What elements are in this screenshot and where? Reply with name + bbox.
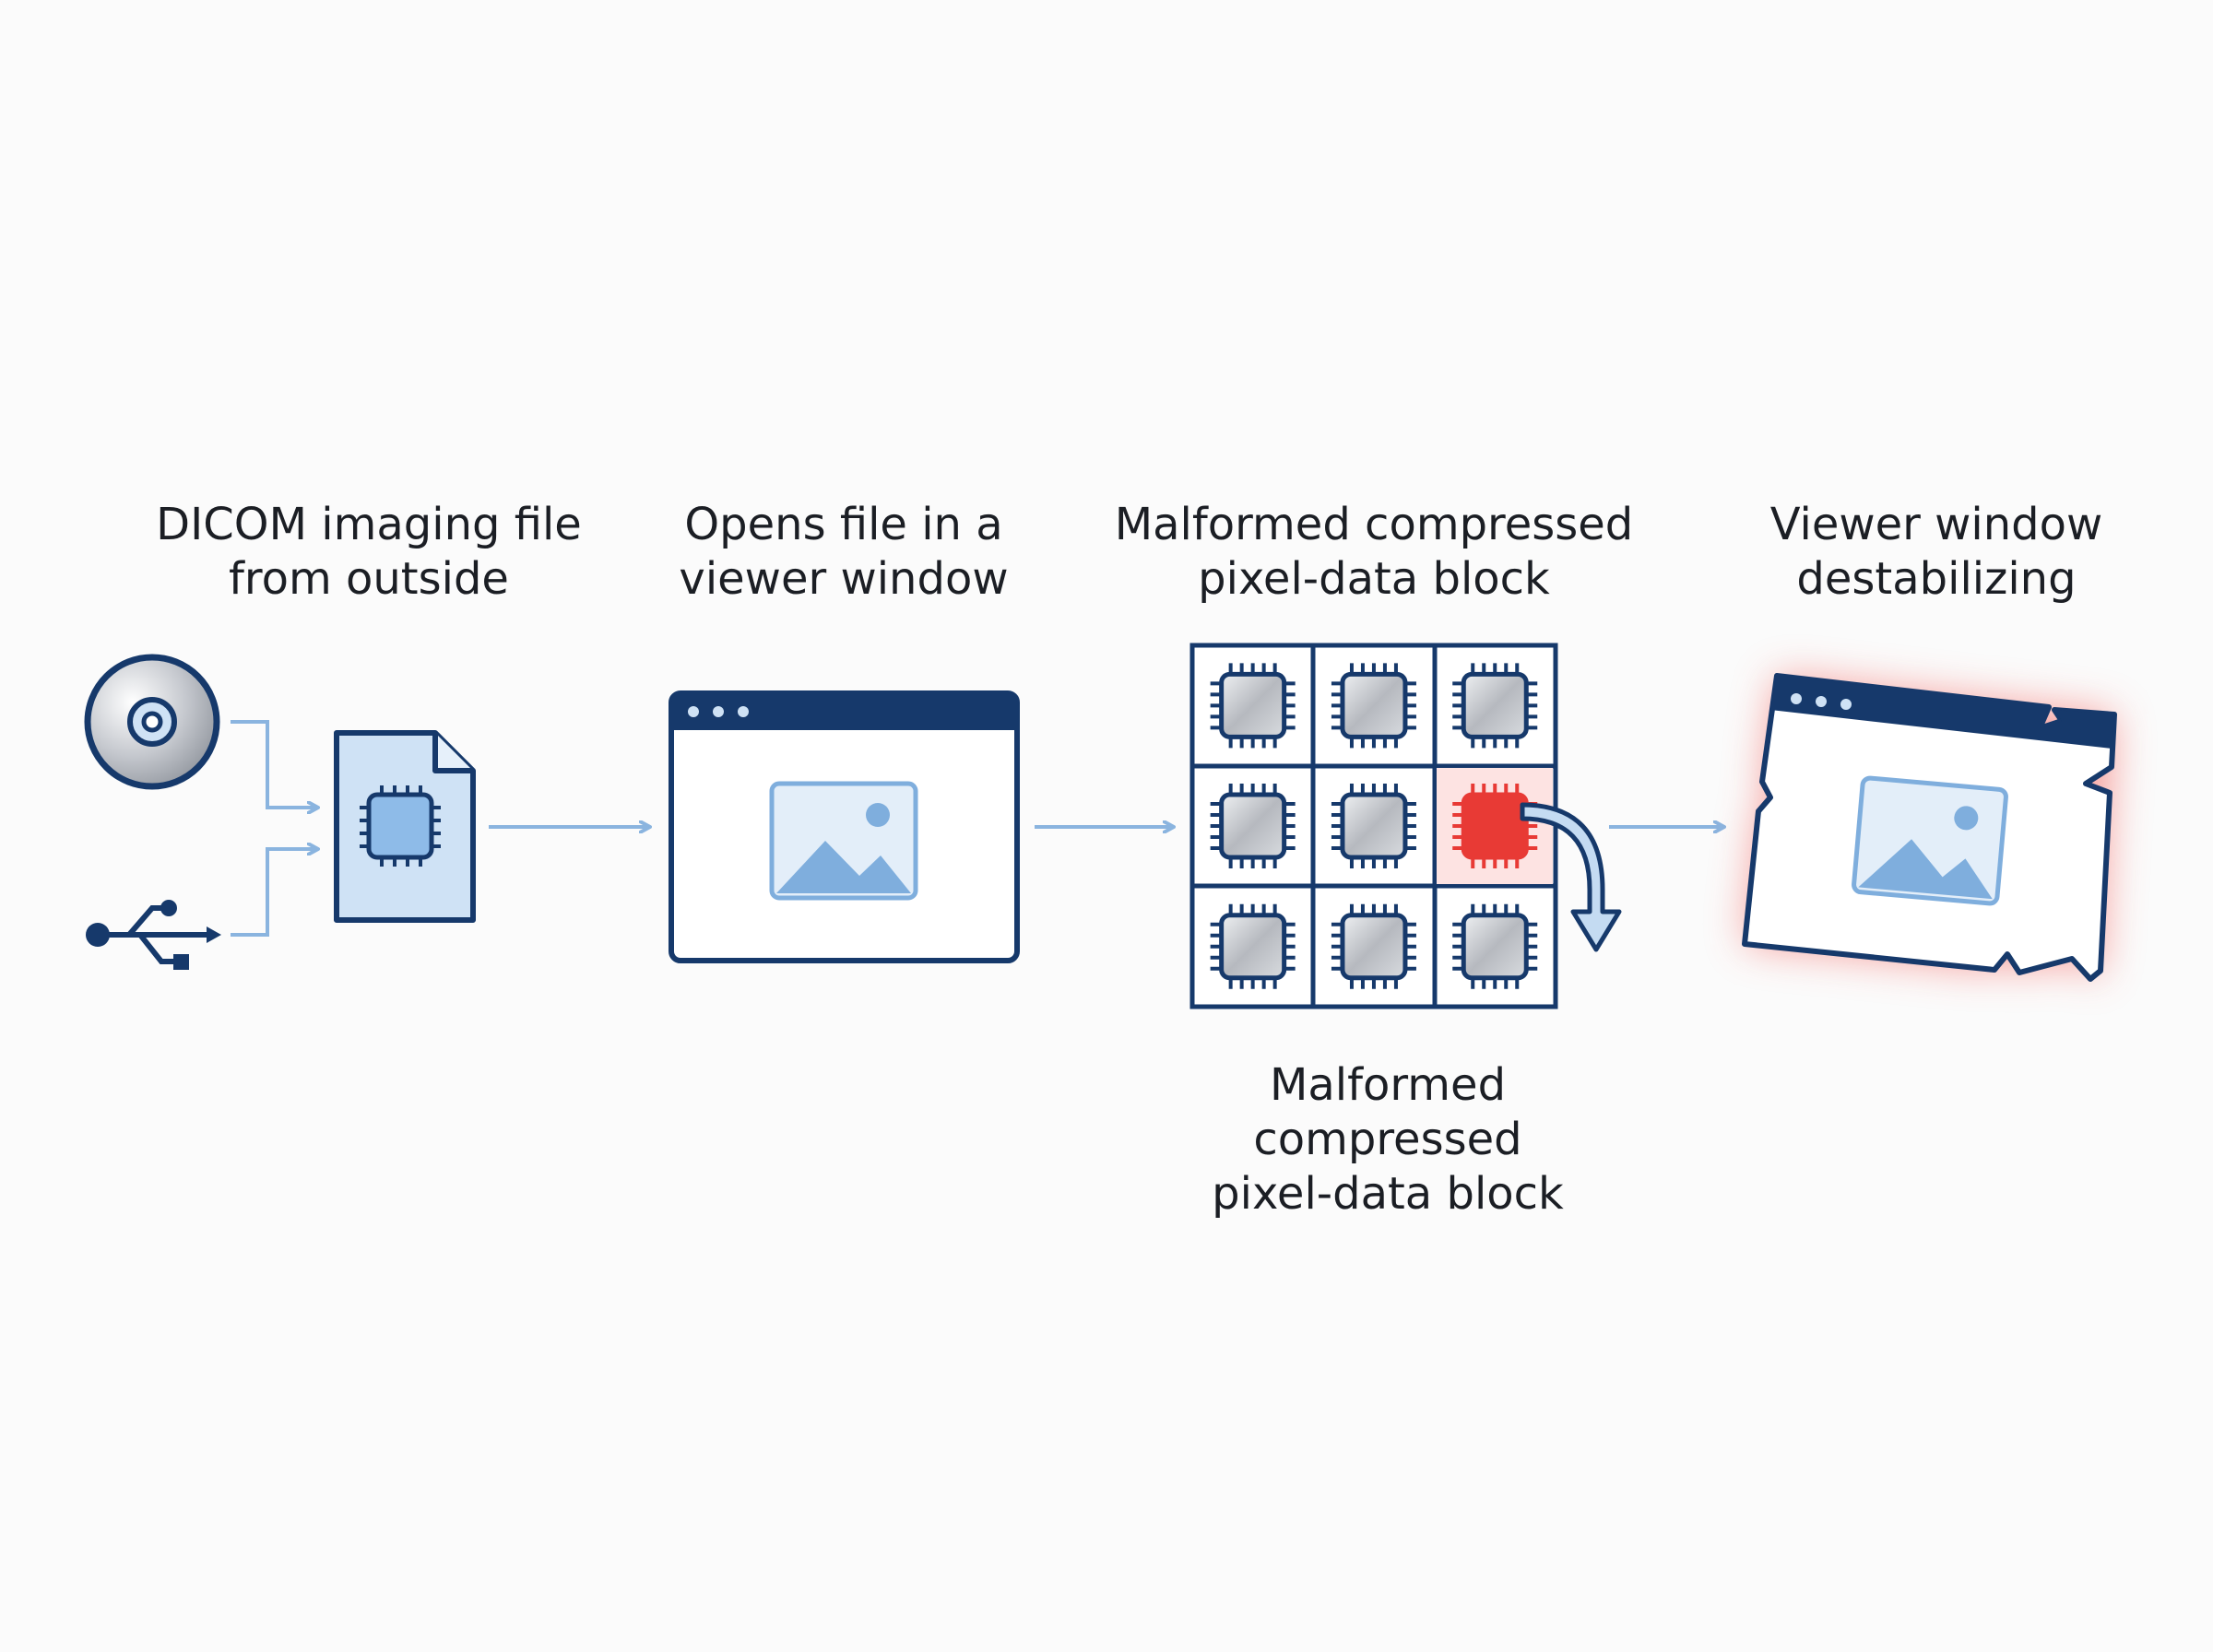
step-3-caption-line2: pixel-data block [1198, 553, 1550, 605]
image-icon [1852, 775, 2008, 906]
chip-icon [1210, 784, 1296, 869]
step-4-caption-line2: destabilizing [1796, 553, 2077, 605]
malformed-chip-icon [1452, 784, 1538, 869]
pixel-block-grid-icon [1189, 643, 1622, 1009]
malformed-block-caption-line2: compressed [1253, 1114, 1522, 1165]
viewer-window-icon [669, 690, 1020, 963]
document-with-chip-icon [334, 730, 476, 923]
step-2-caption-line2: viewer window [679, 553, 1009, 605]
malformed-block-caption: Malformed compressed pixel-data block [1153, 1058, 1623, 1221]
step-1-caption: DICOM imaging file from outside [138, 498, 599, 607]
step-4-caption: Viewer window destabilizing [1706, 498, 2167, 607]
chip-icon [1331, 784, 1416, 869]
step-3-caption-line1: Malformed compressed [1114, 499, 1634, 550]
step-3-caption: Malformed compressed pixel-data block [1088, 498, 1660, 607]
step-1-caption-line1: DICOM imaging file [156, 499, 582, 550]
usb-icon [86, 900, 221, 970]
step-2-caption: Opens file in a viewer window [613, 498, 1074, 607]
optical-disc-icon [84, 654, 220, 790]
malformed-redirect-arrow [1520, 802, 1622, 952]
broken-window-icon [1742, 673, 2117, 982]
step-4-caption-line1: Viewer window [1769, 499, 2103, 550]
source-connector [231, 720, 318, 937]
chip-icon [1452, 903, 1538, 989]
chip-icon [1210, 903, 1296, 989]
step-2-caption-line1: Opens file in a [684, 499, 1003, 550]
malformed-block-caption-line1: Malformed [1269, 1059, 1507, 1111]
step-1-caption-line2: from outside [229, 553, 509, 605]
chip-icon [1210, 663, 1296, 749]
chip-icon [1331, 663, 1416, 749]
chip-icon [360, 785, 441, 867]
chip-icon [1452, 663, 1538, 749]
malformed-block-caption-line3: pixel-data block [1212, 1168, 1564, 1220]
image-icon [769, 781, 918, 901]
chip-icon [1331, 903, 1416, 989]
